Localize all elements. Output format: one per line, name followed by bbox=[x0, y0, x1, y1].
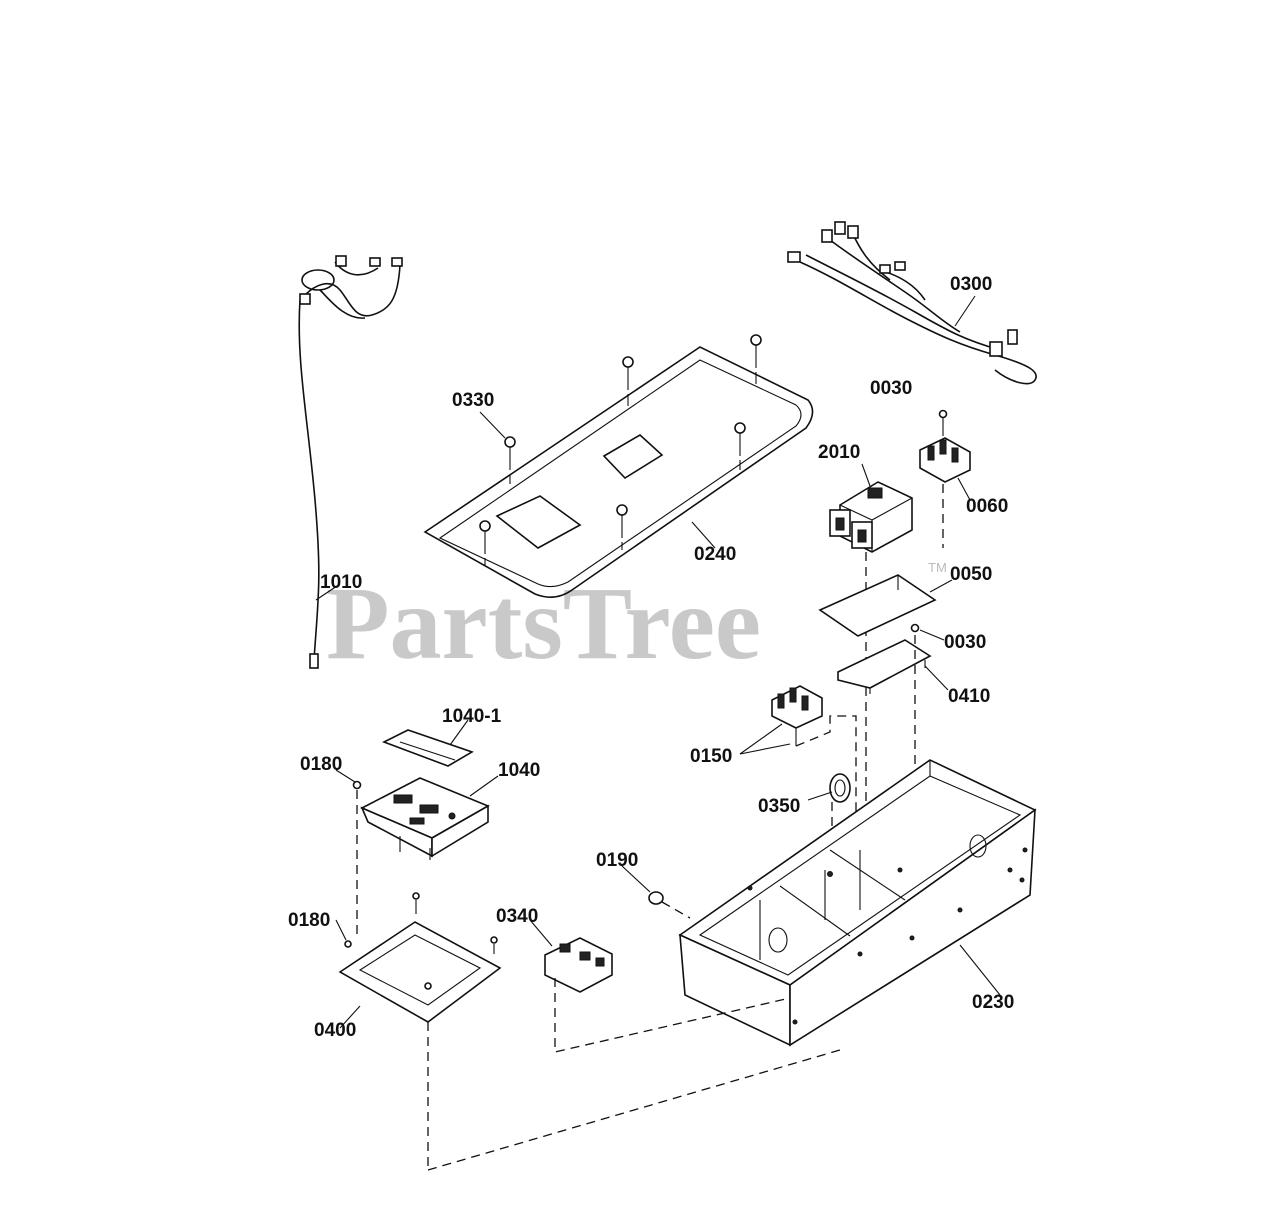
cover-panel-0240[interactable] bbox=[423, 346, 814, 598]
terminal-block-0060[interactable] bbox=[919, 409, 971, 549]
watermark-trademark: TM bbox=[928, 560, 947, 575]
label-0030-top: 0030 bbox=[870, 378, 912, 399]
wire-harness-1010[interactable] bbox=[298, 255, 403, 669]
label-2010: 2010 bbox=[818, 442, 860, 463]
screw-0180-lower[interactable] bbox=[344, 892, 498, 990]
terminal-0150[interactable] bbox=[771, 685, 857, 820]
plate-0050[interactable] bbox=[818, 574, 937, 637]
label-0300: 0300 bbox=[950, 274, 992, 295]
cover-screws-0330[interactable] bbox=[479, 334, 762, 566]
label-0050: 0050 bbox=[950, 564, 992, 585]
plate-0400[interactable] bbox=[338, 921, 841, 1171]
label-1040: 1040 bbox=[498, 760, 540, 781]
fitting-0190[interactable] bbox=[648, 891, 691, 919]
chassis-0230[interactable] bbox=[678, 759, 1037, 1047]
label-0330: 0330 bbox=[452, 390, 494, 411]
screw-0180-upper[interactable] bbox=[352, 780, 362, 941]
label-0340: 0340 bbox=[496, 906, 538, 927]
label-0400: 0400 bbox=[314, 1020, 356, 1041]
label-0410: 0410 bbox=[948, 686, 990, 707]
breaker-2010[interactable] bbox=[829, 481, 913, 920]
label-1040-1: 1040-1 bbox=[442, 706, 502, 727]
label-0230: 0230 bbox=[972, 992, 1014, 1013]
label-0060: 0060 bbox=[966, 496, 1008, 517]
watermark: PartsTree bbox=[326, 566, 761, 681]
label-0180-lower: 0180 bbox=[288, 910, 330, 931]
label-0150: 0150 bbox=[690, 746, 732, 767]
wire-harness-0300[interactable] bbox=[787, 221, 1037, 385]
leader-lines bbox=[315, 295, 1001, 1029]
module-0340[interactable] bbox=[544, 937, 791, 1053]
controller-1040[interactable] bbox=[360, 777, 490, 860]
label-0030-mid: 0030 bbox=[944, 632, 986, 653]
label-0350: 0350 bbox=[758, 796, 800, 817]
label-0190: 0190 bbox=[596, 850, 638, 871]
module-1040-1[interactable] bbox=[382, 729, 474, 767]
label-1010: 1010 bbox=[320, 572, 362, 593]
label-0240: 0240 bbox=[694, 544, 736, 565]
label-0180-upper: 0180 bbox=[300, 754, 342, 775]
screw-0030[interactable] bbox=[910, 623, 920, 633]
